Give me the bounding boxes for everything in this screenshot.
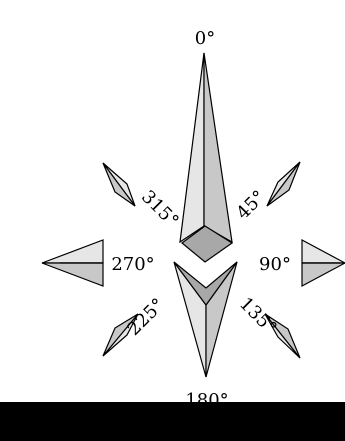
pointer-315 <box>103 163 135 206</box>
pointer-270 <box>42 240 103 286</box>
pointer-90 <box>302 240 345 286</box>
label-315: 315° <box>137 186 183 232</box>
label-135: 135° <box>235 293 281 339</box>
label-0: 0° <box>195 28 215 49</box>
pointer-45 <box>267 162 300 206</box>
pointer-180 <box>174 262 237 377</box>
label-90: 90° <box>259 254 291 275</box>
pointer-0 <box>180 53 232 242</box>
label-45: 45° <box>232 186 269 223</box>
bottom-bar <box>0 402 345 441</box>
label-225: 225° <box>123 294 169 340</box>
label-270: 270° <box>111 254 154 275</box>
